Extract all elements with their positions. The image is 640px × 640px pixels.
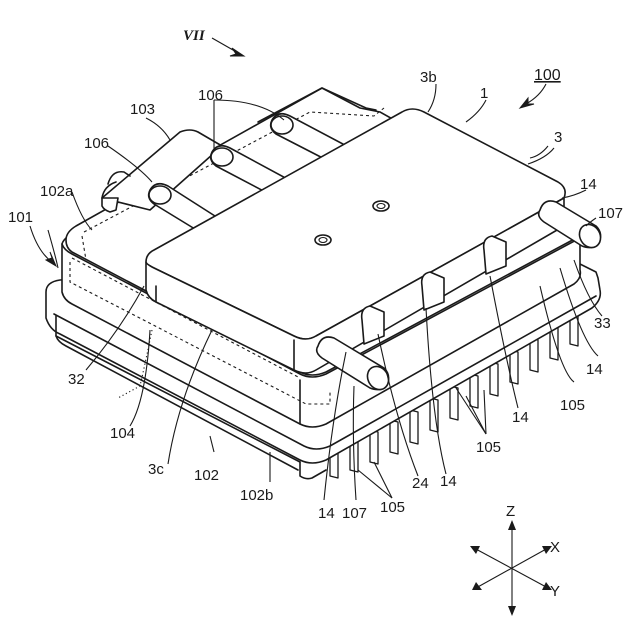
- label-105-c: 105: [380, 499, 405, 516]
- label-106-b: 106: [84, 135, 109, 152]
- label-103: 103: [130, 101, 155, 118]
- label-107-a: 107: [598, 205, 623, 222]
- label-3b: 3b: [420, 69, 437, 86]
- label-3: 3: [554, 129, 562, 146]
- assembly-arrow: [520, 84, 546, 108]
- label-24: 24: [412, 475, 429, 492]
- label-33: 33: [594, 315, 611, 332]
- label-32: 32: [68, 371, 85, 388]
- label-107-b: 107: [342, 505, 367, 522]
- axis-y-label: Y: [550, 583, 560, 600]
- label-14-c: 14: [512, 409, 529, 426]
- label-102a: 102a: [40, 183, 74, 200]
- axis-indicator: [470, 520, 552, 616]
- label-104: 104: [110, 425, 135, 442]
- label-14-e: 14: [318, 505, 335, 522]
- axis-z-label: Z: [506, 503, 515, 520]
- label-101: 101: [8, 209, 33, 226]
- axis-x-label: X: [550, 539, 560, 556]
- label-14-a: 14: [580, 176, 597, 193]
- label-105-a: 105: [560, 397, 585, 414]
- view-arrow: [212, 38, 244, 56]
- label-102: 102: [194, 467, 219, 484]
- label-102b: 102b: [240, 487, 273, 504]
- label-105-b: 105: [476, 439, 501, 456]
- label-14-d: 14: [440, 473, 457, 490]
- assembly-label: 100: [534, 67, 561, 84]
- label-1: 1: [480, 85, 488, 102]
- label-14-b: 14: [586, 361, 603, 378]
- label-3c: 3c: [148, 461, 164, 478]
- view-label: VII: [183, 28, 206, 44]
- label-106-a: 106: [198, 87, 223, 104]
